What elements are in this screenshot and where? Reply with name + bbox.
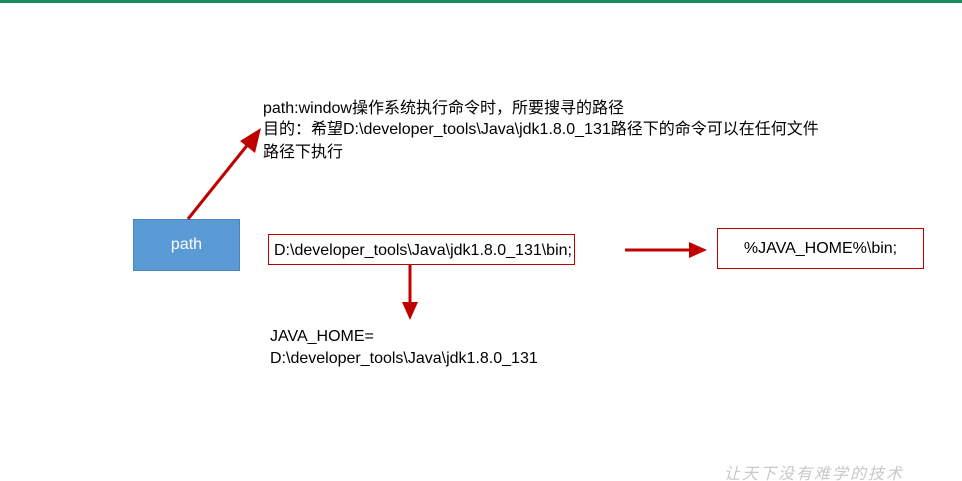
jdk-path-highlight-box: [268, 234, 575, 265]
arrow-path-to-description: [186, 128, 261, 220]
watermark: 让天下没有难学的技术: [724, 464, 905, 481]
path-value-text: D:\developer_tools\Java\jdk1.8.0_131\bin…: [274, 242, 572, 259]
path-node: path: [133, 219, 240, 271]
java-home-definition-label: JAVA_HOME=: [270, 328, 374, 345]
arrow-to-java-home-definition: [402, 265, 418, 320]
description-line-1: path:window操作系统执行命令时，所要搜寻的路径: [263, 100, 624, 117]
java-home-definition-value: D:\developer_tools\Java\jdk1.8.0_131: [270, 350, 538, 367]
java-home-reference-text: %JAVA_HOME%\bin;: [743, 239, 898, 257]
java-home-reference-box: %JAVA_HOME%\bin;: [717, 228, 924, 269]
arrow-to-java-home-reference: [625, 242, 707, 258]
top-accent-bar: [0, 0, 962, 3]
description-line-2: 目的：希望D:\developer_tools\Java\jdk1.8.0_13…: [263, 121, 819, 138]
description-line-3: 路径下执行: [263, 144, 344, 161]
path-node-label: path: [170, 236, 203, 253]
